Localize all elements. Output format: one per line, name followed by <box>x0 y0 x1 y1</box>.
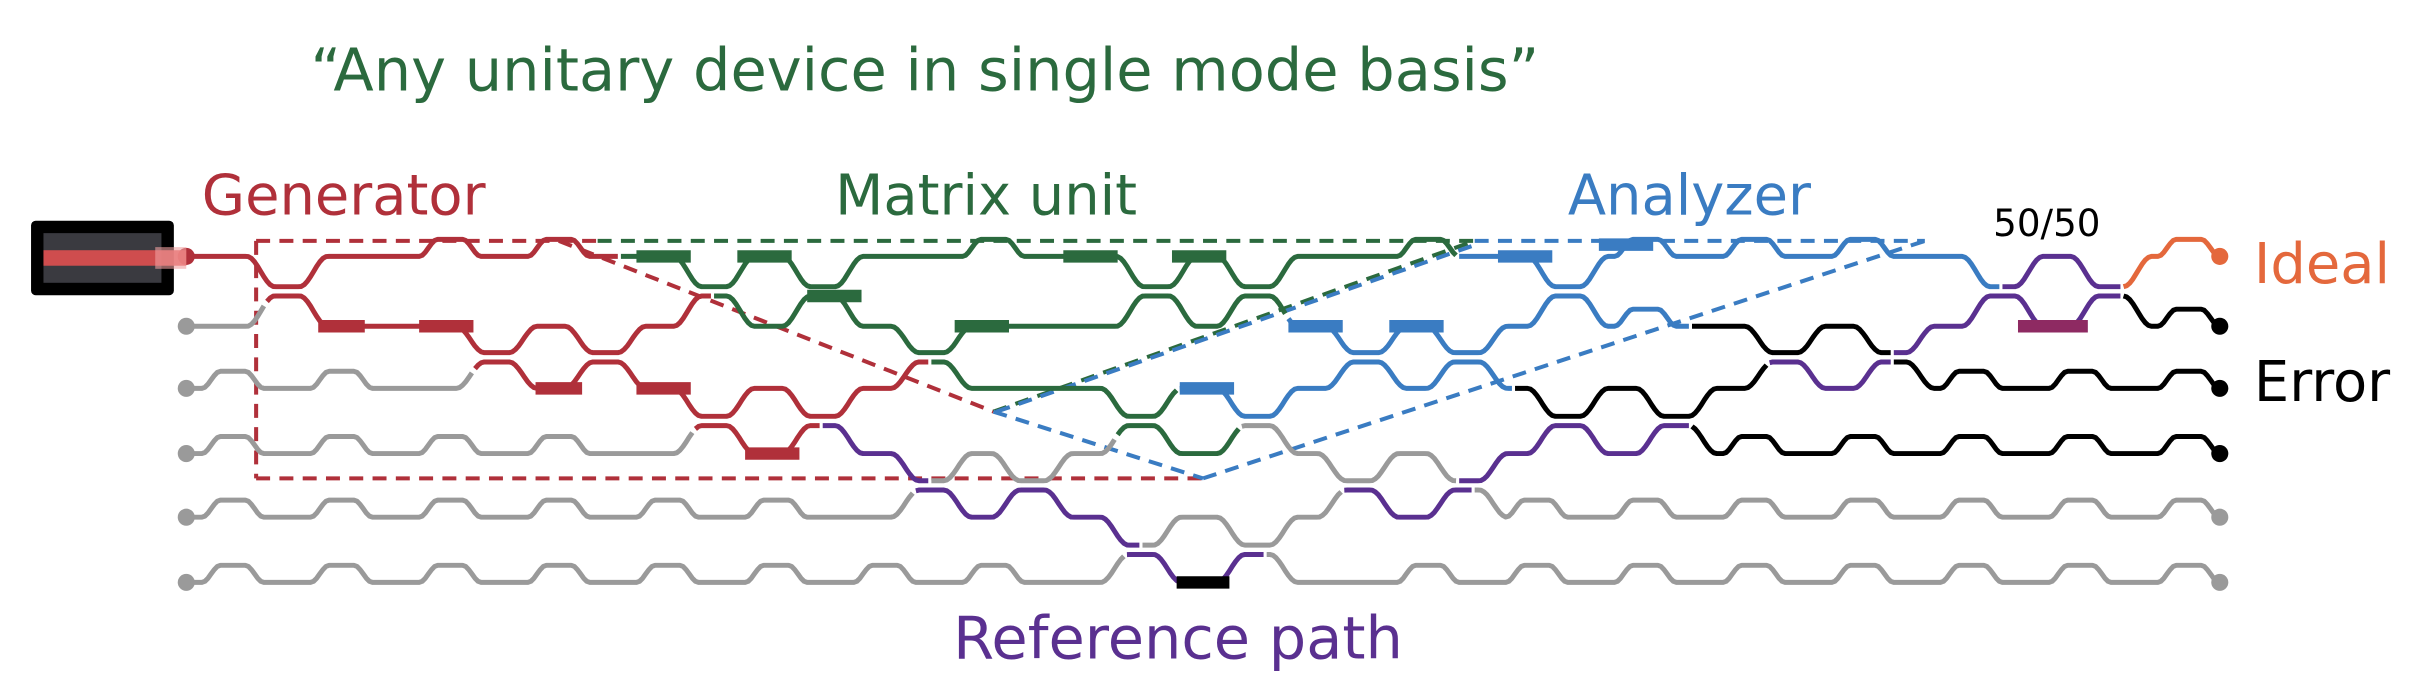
waveguide-segment-row-4 <box>1344 487 1472 520</box>
waveguide-segment-row-0 <box>2122 236 2221 290</box>
reference-path-label: Reference path <box>953 603 1403 672</box>
input-port-cap <box>177 379 195 397</box>
waveguide-segment-row-0 <box>186 236 618 290</box>
waveguide-segment-row-3 <box>1690 424 2221 457</box>
waveguide-segment-row-2 <box>1515 363 1769 419</box>
analyzer-outline <box>995 242 1479 414</box>
generator-label: Generator <box>202 164 486 229</box>
splitter-label: 50/50 <box>1993 201 2100 245</box>
waveguide-segment-row-3 <box>1459 423 1689 484</box>
analyzer-outline <box>1202 238 1926 481</box>
waveguide-segment-row-3 <box>931 438 1117 484</box>
waveguide-segment-row-2 <box>1893 359 2221 391</box>
output-port-cap <box>2211 573 2229 591</box>
output-port-cap <box>2211 508 2229 526</box>
waveguide-segment-row-1 <box>1286 293 1689 356</box>
analyzer-outline <box>992 409 1204 481</box>
diagram-title: “Any unitary device in single mode basis… <box>310 35 1539 104</box>
waveguide-segment-row-5 <box>186 554 1126 585</box>
laser-source-icon <box>31 220 187 296</box>
waveguide-segment-row-3 <box>822 423 929 484</box>
output-port-cap <box>2211 445 2229 463</box>
waveguide-segment-row-4 <box>186 491 915 520</box>
waveguide-segment-row-2 <box>186 368 474 391</box>
analyzer-label: Analyzer <box>1568 164 1811 229</box>
waveguide-segment-row-1 <box>186 304 267 329</box>
input-port-cap <box>177 573 195 591</box>
waveguide-segment-row-3 <box>1241 423 1457 484</box>
waveguide-segment-row-1 <box>1692 323 1891 356</box>
ideal-output-label: Ideal <box>2254 232 2390 297</box>
waveguide-segment-row-5 <box>1266 551 2221 585</box>
waveguide-segment-row-4 <box>1474 487 2221 520</box>
matrix-outline <box>992 238 1476 414</box>
waveguide-segment-row-0 <box>1459 236 2000 290</box>
input-port-cap <box>177 508 195 526</box>
matrix-unit-label: Matrix unit <box>835 164 1137 229</box>
waveguide-segment-row-4 <box>915 487 1140 548</box>
waveguide-segment-row-2 <box>931 359 1179 419</box>
output-port-cap <box>2211 379 2229 397</box>
waveguide-segment-row-0 <box>2002 253 2121 290</box>
waveguide-segment-row-3 <box>186 431 695 457</box>
waveguide-segment-row-0 <box>620 236 1458 290</box>
waveguide-segment-row-2 <box>1179 359 1512 419</box>
waveguide-segment-row-1 <box>1893 293 2121 356</box>
port-caps <box>177 247 2229 591</box>
waveguide-segment-row-2 <box>1769 359 1891 391</box>
input-port-cap <box>177 445 195 463</box>
error-output-label: Error <box>2254 350 2390 415</box>
waveguide-segment-row-4 <box>1142 490 1343 548</box>
waveguide-segment-row-1 <box>2122 293 2221 329</box>
waveguide-segment-row-3 <box>1115 423 1241 457</box>
input-port-cap <box>177 317 195 335</box>
waveguides <box>186 236 2221 585</box>
output-port-cap <box>2211 247 2229 265</box>
output-port-cap <box>2211 317 2229 335</box>
phase-shifters <box>318 238 2088 589</box>
